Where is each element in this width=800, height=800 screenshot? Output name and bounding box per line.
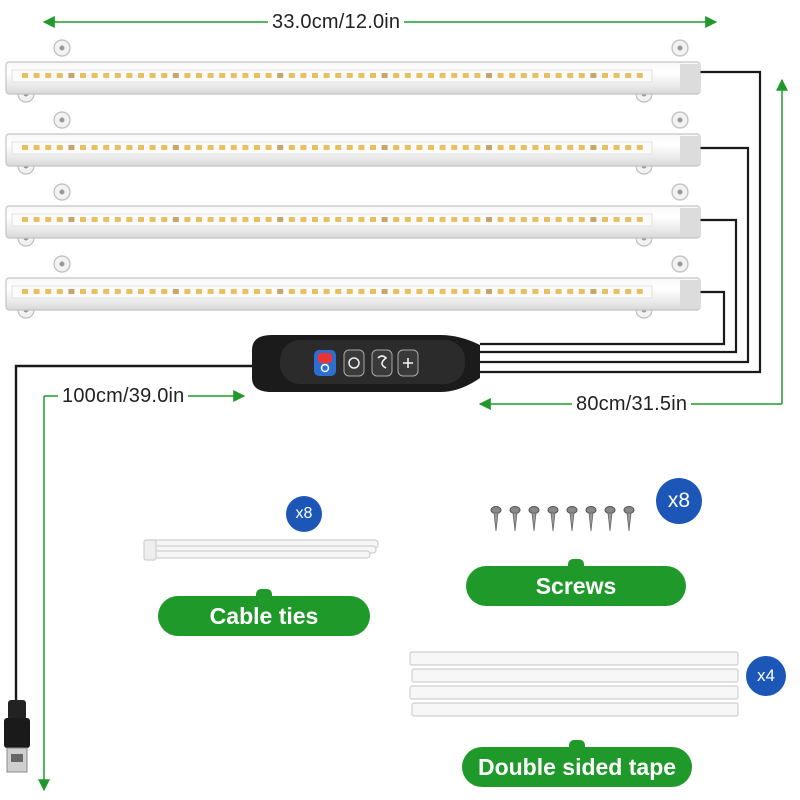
usb-length-arrow [38,390,246,792]
screw [509,506,521,532]
bar-length-label: 33.0cm/12.0in [268,11,405,33]
screws-count-badge: x8 [656,478,702,524]
tape-count: x4 [757,666,775,685]
screw [547,506,559,532]
screw [623,506,635,532]
cable-ties-label: Cable ties [158,589,370,636]
screws-image [490,506,635,532]
usb-cable [4,364,258,773]
bar-wires [480,70,762,374]
screws-count: x8 [667,489,691,512]
usb-cable-length-label: 100cm/39.0in [58,385,189,407]
mode-button[interactable] [371,349,393,377]
led-bar [5,255,701,319]
tape-strips-image [409,651,739,717]
tape-count-badge: x4 [746,656,786,696]
usb-plug [4,718,30,748]
bar-cable-length-label: 80cm/31.5in [572,393,692,415]
brightness-button[interactable] [397,349,419,377]
cable-ties-image [143,539,379,561]
screw [566,506,578,532]
led-bars [5,39,701,319]
screws-label: Screws [466,559,686,606]
led-bar [5,39,701,103]
timer-button[interactable] [343,349,365,377]
tape-label: Double sided tape [462,740,692,787]
screw [585,506,597,532]
led-bar [5,183,701,247]
screw [528,506,540,532]
cable-ties-text: Cable ties [209,603,319,629]
tape-text: Double sided tape [477,754,677,780]
controller [252,335,480,392]
power-button[interactable] [314,350,336,376]
screw [604,506,616,532]
cable-ties-count-badge: x8 [286,496,322,532]
led-bar [5,111,701,175]
screw [490,506,502,532]
screws-text: Screws [535,573,617,599]
cable-ties-count: x8 [295,505,313,522]
